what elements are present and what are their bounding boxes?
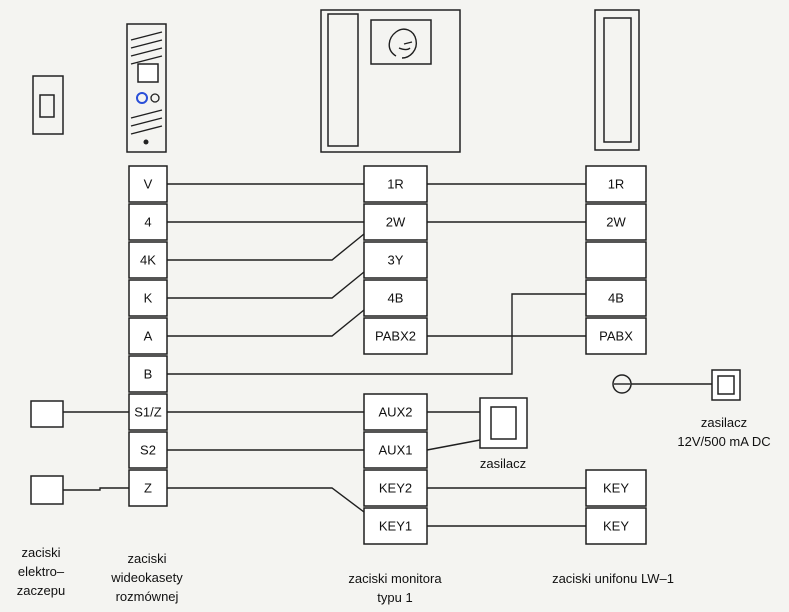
terminal-4k: 4K xyxy=(128,241,168,279)
strike-caption: zaciski elektro– zaczepu xyxy=(16,545,66,598)
wires xyxy=(63,183,712,527)
terminal-4b: 4B xyxy=(585,279,647,317)
door-strike-illustration xyxy=(32,75,64,135)
door-panel-terminal-strip: V 4 4K K A B S1/Z S2 Z xyxy=(128,165,168,507)
psu-intercom-label: zasilacz 12V/500 mA DC xyxy=(677,415,771,449)
svg-text:2W: 2W xyxy=(606,215,626,230)
svg-text:AUX2: AUX2 xyxy=(379,405,413,420)
monitor-caption: zaciski monitora typu 1 xyxy=(348,571,442,605)
terminal-2w: 2W xyxy=(363,203,428,241)
svg-text:PABX: PABX xyxy=(599,329,633,344)
svg-text:KEY: KEY xyxy=(603,481,629,496)
intercom-terminal-strip: 1R 2W 4B PABX KEY KEY xyxy=(585,165,647,545)
terminal-aux2: AUX2 xyxy=(363,393,428,431)
terminal-aux1: AUX1 xyxy=(363,431,428,469)
door-panel-caption: zaciski wideokasety rozmównej xyxy=(111,551,183,604)
svg-text:4: 4 xyxy=(144,215,151,230)
monitor-power-supply xyxy=(479,397,528,449)
svg-text:4K: 4K xyxy=(140,253,156,268)
intercom-caption: zaciski unifonu LW–1 xyxy=(552,571,674,586)
svg-text:S2: S2 xyxy=(140,443,156,458)
door-strike-terminal-1 xyxy=(30,400,64,428)
terminal-z: Z xyxy=(128,469,168,507)
terminal-4: 4 xyxy=(128,203,168,241)
terminal-a: A xyxy=(128,317,168,355)
intercom-power-supply xyxy=(711,369,741,401)
svg-text:1R: 1R xyxy=(387,177,404,192)
terminal-key2: KEY2 xyxy=(363,469,428,507)
terminal-s1-z: S1/Z xyxy=(128,393,168,431)
power-plug-icon xyxy=(612,374,632,394)
svg-text:Z: Z xyxy=(144,481,152,496)
svg-text:2W: 2W xyxy=(386,215,406,230)
svg-text:S1/Z: S1/Z xyxy=(134,405,162,420)
door-strike-terminal-2 xyxy=(30,475,64,505)
intercom-handset-illustration xyxy=(594,9,640,151)
terminal-empty xyxy=(585,241,647,279)
terminal-1r: 1R xyxy=(585,165,647,203)
terminal-s2: S2 xyxy=(128,431,168,469)
terminal-key-1: KEY xyxy=(585,469,647,507)
svg-text:PABX2: PABX2 xyxy=(375,329,416,344)
svg-text:B: B xyxy=(144,367,153,382)
terminal-key1: KEY1 xyxy=(363,507,428,545)
terminal-pabx: PABX xyxy=(585,317,647,355)
terminal-3y: 3Y xyxy=(363,241,428,279)
monitor-illustration xyxy=(320,9,461,153)
terminal-v: V xyxy=(128,165,168,203)
svg-text:K: K xyxy=(144,291,153,306)
terminal-pabx2: PABX2 xyxy=(363,317,428,355)
svg-text:4B: 4B xyxy=(608,291,624,306)
terminal-1r: 1R xyxy=(363,165,428,203)
door-panel-illustration xyxy=(126,23,167,153)
terminal-key-2: KEY xyxy=(585,507,647,545)
svg-text:1R: 1R xyxy=(608,177,625,192)
terminal-2w: 2W xyxy=(585,203,647,241)
svg-text:AUX1: AUX1 xyxy=(379,443,413,458)
svg-text:A: A xyxy=(144,329,153,344)
svg-text:V: V xyxy=(144,177,153,192)
svg-text:KEY2: KEY2 xyxy=(379,481,412,496)
terminal-k: K xyxy=(128,279,168,317)
monitor-terminal-strip: 1R 2W 3Y 4B PABX2 AUX2 AUX1 KEY2 KEY1 xyxy=(363,165,428,545)
svg-text:3Y: 3Y xyxy=(388,253,404,268)
svg-text:KEY: KEY xyxy=(603,519,629,534)
terminal-b: B xyxy=(128,355,168,393)
svg-text:KEY1: KEY1 xyxy=(379,519,412,534)
psu-monitor-label: zasilacz xyxy=(479,456,527,471)
terminal-4b: 4B xyxy=(363,279,428,317)
svg-text:4B: 4B xyxy=(388,291,404,306)
